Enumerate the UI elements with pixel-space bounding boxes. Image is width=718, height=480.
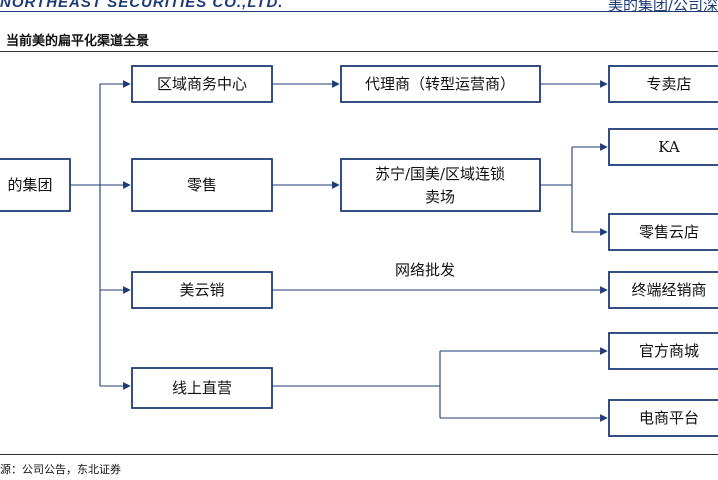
node-regional-center-label: 区域商务中心: [157, 75, 247, 93]
title-rule: [0, 51, 718, 52]
node-root: [0, 158, 71, 212]
brand-logo-text: NORTHEAST SECURITIES CO.,LTD.: [0, 0, 284, 11]
figure-title: 当前美的扁平化渠道全景: [6, 34, 150, 49]
node-official-mall: [608, 332, 718, 370]
node-agent-label: 代理商（转型运营商）: [365, 75, 515, 93]
node-retail-label: 零售: [187, 176, 217, 194]
node-agent: [340, 65, 541, 103]
edge-label-network-wholesale: 网络批发: [395, 261, 455, 279]
header-rule: [0, 11, 718, 12]
node-retail-chain-label-line2: 卖场: [425, 188, 455, 206]
node-terminal-dealer-label: 终端经销商: [631, 281, 706, 299]
node-terminal-dealer: [608, 271, 718, 309]
node-exclusive-store-label: 专卖店: [646, 75, 691, 93]
node-retail-chain-label-line1: 苏宁/国美/区域连锁: [375, 165, 505, 183]
node-cloud-store: [608, 213, 718, 251]
node-ecommerce-platform-label: 电商平台: [639, 409, 699, 427]
node-online-direct: [131, 367, 273, 409]
node-meiyunxiao-label: 美云销: [179, 281, 224, 299]
report-header-title: 美的集团/公司深: [607, 0, 718, 14]
source-rule: [0, 454, 718, 455]
connectors: [70, 80, 608, 422]
node-retail: [131, 158, 273, 212]
node-root-label: 的集团: [7, 176, 52, 194]
node-ecommerce-platform: [608, 399, 718, 437]
report-header: NORTHEAST SECURITIES CO.,LTD. 美的集团/公司深: [0, 0, 718, 18]
node-meiyunxiao: [131, 271, 273, 309]
node-regional-center: [131, 65, 273, 103]
node-official-mall-label: 官方商城: [639, 342, 699, 360]
node-cloud-store-label: 零售云店: [639, 223, 699, 241]
node-ka-label: KA: [658, 138, 680, 156]
node-exclusive-store: [608, 65, 718, 103]
node-online-direct-label: 线上直营: [172, 379, 232, 397]
node-ka: [608, 128, 718, 166]
node-retail-chain: [340, 158, 541, 212]
source-note: 源：公司公告，东北证券: [0, 463, 121, 476]
